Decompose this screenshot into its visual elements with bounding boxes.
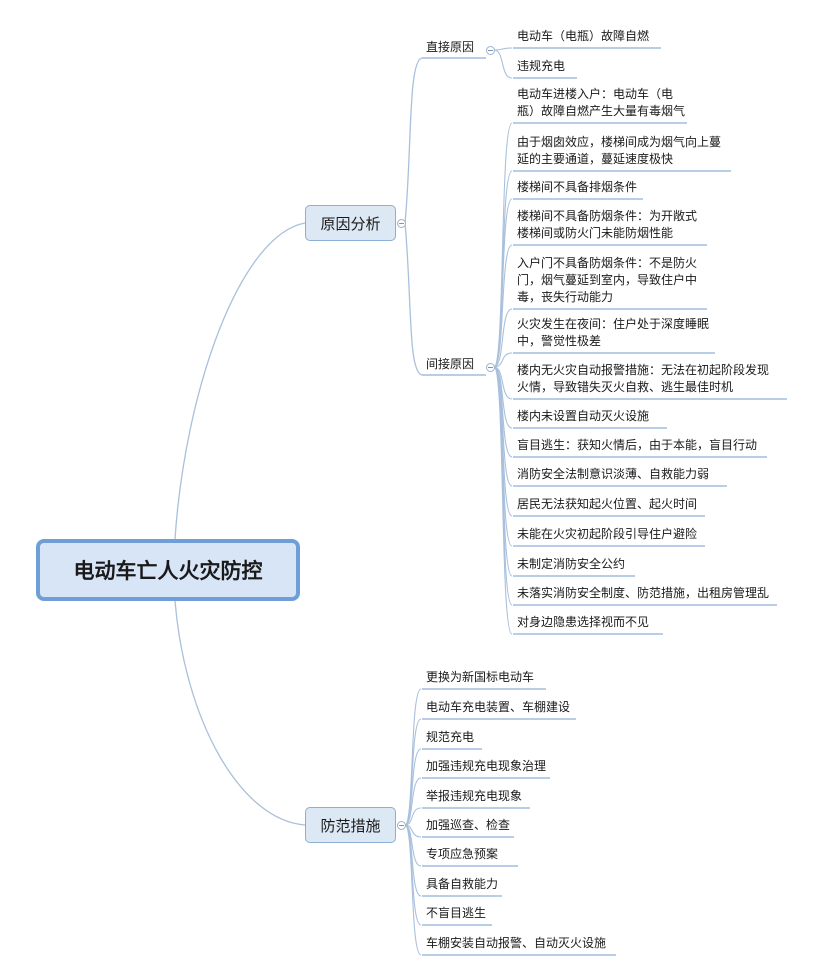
leaf-prevention-7[interactable]: 具备自救能力: [426, 876, 498, 893]
leaf-indirect-5[interactable]: 火灾发生在夜间：住户处于深度睡眠中，警觉性极差: [517, 316, 709, 350]
leaf-indirect-4-line: 入户门不具备防烟条件：不是防火: [517, 256, 698, 270]
leaf-indirect-1-line: 由于烟囱效应，楼梯间成为烟气向上蔓: [517, 135, 722, 149]
connector-cause-direct: [404, 57, 423, 224]
leaf-indirect-3[interactable]: 楼梯间不具备防烟条件：为开敞式楼梯间或防火门未能防烟性能: [517, 208, 697, 242]
leaf-prevention-3-line: 加强违规充电现象治理: [426, 759, 547, 773]
leaf-prevention-7-line: 具备自救能力: [426, 877, 499, 891]
leaf-indirect-14[interactable]: 对身边隐患选择视而不见: [517, 614, 649, 631]
leaf-indirect-13[interactable]: 未落实消防安全制度、防范措施，出租房管理乱: [517, 585, 769, 602]
leaf-prevention-0[interactable]: 更换为新国标电动车: [426, 669, 534, 686]
leaf-indirect-12[interactable]: 未制定消防安全公约: [517, 556, 625, 573]
leaf-prevention-3[interactable]: 加强违规充电现象治理: [426, 758, 546, 775]
leaf-prevention-4[interactable]: 举报违规充电现象: [426, 788, 522, 805]
branch-cause-analysis[interactable]: 原因分析: [305, 205, 396, 241]
leaf-indirect-0-line: 电动车进楼入户：电动车（电: [517, 87, 674, 101]
leaf-indirect-2[interactable]: 楼梯间不具备排烟条件: [517, 179, 637, 196]
leaf-prevention-5-line: 加强巡查、检查: [426, 818, 511, 832]
leaf-indirect-1[interactable]: 由于烟囱效应，楼梯间成为烟气向上蔓延的主要通道，蔓延速度极快: [517, 134, 721, 168]
leaf-indirect-0-line: 瓶）故障自燃产生大量有毒烟气: [517, 104, 686, 118]
connector-prevention-leaf-6: [404, 824, 422, 867]
leaf-indirect-8-line: 盲目逃生：获知火情后，由于本能，盲目行动: [517, 438, 758, 452]
sub-direct-cause[interactable]: 直接原因: [426, 40, 475, 54]
leaf-indirect-5-line: 火灾发生在夜间：住户处于深度睡眠: [517, 317, 710, 331]
connector-indirect-leaf-3: [493, 244, 513, 368]
connector-direct-leaf-1: [493, 49, 513, 79]
leaf-indirect-4[interactable]: 入户门不具备防烟条件：不是防火门，烟气蔓延到室内，导致住户中毒，丧失行动能力: [517, 255, 697, 306]
collapse-indirect-cause[interactable]: [485, 362, 495, 372]
leaf-indirect-7-line: 楼内未设置自动灭火设施: [517, 409, 650, 423]
leaf-indirect-0[interactable]: 电动车进楼入户：电动车（电瓶）故障自燃产生大量有毒烟气: [517, 86, 685, 120]
collapse-direct-cause[interactable]: [485, 45, 495, 55]
leaf-indirect-10[interactable]: 居民无法获知起火位置、起火时间: [517, 496, 697, 513]
connector-root-cause: [174, 222, 306, 540]
connector-direct-leaf-0: [493, 47, 513, 51]
connector-cause-indirect: [404, 222, 423, 376]
connector-prevention-leaf-9: [404, 824, 422, 956]
sub-indirect-cause[interactable]: 间接原因: [426, 357, 475, 371]
leaf-prevention-6[interactable]: 专项应急预案: [426, 846, 498, 863]
connector-prevention-leaf-1: [404, 718, 422, 826]
leaf-prevention-1[interactable]: 电动车充电装置、车棚建设: [426, 699, 570, 716]
leaf-prevention-9-line: 车棚安装自动报警、自动灭火设施: [426, 936, 607, 950]
connector-indirect-leaf-5: [493, 352, 513, 368]
leaf-indirect-6[interactable]: 楼内无火灾自动报警措施：无法在初起阶段发现火情，导致错失灭火自救、逃生最佳时机: [517, 362, 769, 396]
leaf-indirect-7[interactable]: 楼内未设置自动灭火设施: [517, 408, 649, 425]
leaf-indirect-11[interactable]: 未能在火灾初起阶段引导住户避险: [517, 526, 697, 543]
leaf-direct-1-line: 违规充电: [517, 59, 566, 73]
leaf-indirect-3-line: 楼梯间或防火门未能防烟性能: [517, 226, 674, 240]
connector-root-prevention: [174, 600, 306, 826]
leaf-direct-0-line: 电动车（电瓶）故障自燃: [517, 29, 650, 43]
connector-prevention-leaf-4: [404, 807, 422, 826]
connector-indirect-leaf-4: [493, 308, 513, 368]
leaf-prevention-1-line: 电动车充电装置、车棚建设: [426, 700, 571, 714]
collapse-cause-analysis[interactable]: [396, 218, 406, 228]
leaf-indirect-4-line: 毒，丧失行动能力: [517, 290, 614, 304]
leaf-prevention-9[interactable]: 车棚安装自动报警、自动灭火设施: [426, 935, 606, 952]
leaf-indirect-11-line: 未能在火灾初起阶段引导住户避险: [517, 527, 698, 541]
leaf-prevention-5[interactable]: 加强巡查、检查: [426, 817, 510, 834]
leaf-prevention-2[interactable]: 规范充电: [426, 729, 474, 746]
leaf-prevention-8[interactable]: 不盲目逃生: [426, 905, 486, 922]
leaf-indirect-10-line: 居民无法获知起火位置、起火时间: [517, 497, 698, 511]
connector-indirect-leaf-2: [493, 198, 513, 368]
branch-prevention[interactable]: 防范措施: [305, 807, 396, 843]
leaf-indirect-12-line: 未制定消防安全公约: [517, 557, 626, 571]
leaf-indirect-8[interactable]: 盲目逃生：获知火情后，由于本能，盲目行动: [517, 437, 757, 454]
leaf-indirect-5-line: 中，警觉性极差: [517, 334, 602, 348]
leaf-prevention-8-line: 不盲目逃生: [426, 906, 487, 920]
leaf-indirect-1-line: 延的主要通道，蔓延速度极快: [517, 152, 674, 166]
leaf-indirect-14-line: 对身边隐患选择视而不见: [517, 615, 650, 629]
leaf-indirect-4-line: 门，烟气蔓延到室内，导致住户中: [517, 273, 698, 287]
connector-prevention-leaf-3: [404, 777, 422, 826]
leaf-direct-0[interactable]: 电动车（电瓶）故障自燃: [517, 28, 649, 45]
collapse-prevention[interactable]: [396, 820, 406, 830]
root-node[interactable]: 电动车亡人火灾防控: [36, 539, 300, 601]
connector-indirect-leaf-14: [493, 366, 513, 635]
leaf-indirect-6-line: 楼内无火灾自动报警措施：无法在初起阶段发现: [517, 363, 770, 377]
leaf-indirect-6-line: 火情，导致错失灭火自救、逃生最佳时机: [517, 380, 734, 394]
leaf-indirect-13-line: 未落实消防安全制度、防范措施，出租房管理乱: [517, 586, 770, 600]
leaf-prevention-4-line: 举报违规充电现象: [426, 789, 523, 803]
leaf-prevention-0-line: 更换为新国标电动车: [426, 670, 535, 684]
leaf-indirect-3-line: 楼梯间不具备防烟条件：为开敞式: [517, 209, 698, 223]
leaf-prevention-6-line: 专项应急预案: [426, 847, 499, 861]
leaf-indirect-9-line: 消防安全法制意识淡薄、自救能力弱: [517, 467, 710, 481]
leaf-indirect-9[interactable]: 消防安全法制意识淡薄、自救能力弱: [517, 466, 709, 483]
leaf-indirect-2-line: 楼梯间不具备排烟条件: [517, 180, 638, 194]
leaf-prevention-2-line: 规范充电: [426, 730, 475, 744]
leaf-direct-1[interactable]: 违规充电: [517, 58, 565, 75]
